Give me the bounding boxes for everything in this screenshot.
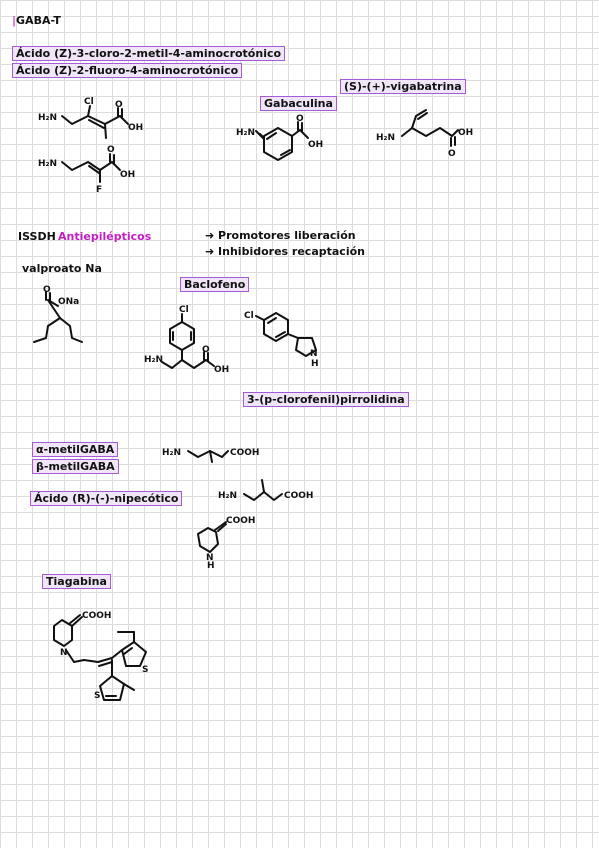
label-nipecotico: Ácido (R)-(-)-nipecótico bbox=[30, 491, 183, 506]
svg-text:N: N bbox=[206, 553, 214, 563]
label-valproato: valproato Na bbox=[22, 262, 102, 275]
label-acid-fluoro: Ácido (Z)-2-fluoro-4-aminocrotónico bbox=[12, 63, 243, 78]
label-alfa-metilgaba: α-metilGABA bbox=[32, 442, 119, 457]
label-tiagabina: Tiagabina bbox=[42, 574, 111, 589]
svg-text:H₂N: H₂N bbox=[144, 355, 163, 365]
structure-tiagabina: COOH N S S bbox=[53, 611, 148, 701]
structure-vigabatrina: H₂N OH O bbox=[376, 109, 473, 159]
label-issdh: ISSDH bbox=[18, 230, 56, 243]
svg-text:COOH: COOH bbox=[82, 611, 111, 621]
svg-text:ONa: ONa bbox=[58, 297, 79, 307]
structure-acid-fluoro: H₂N F O OH bbox=[38, 145, 135, 195]
svg-text:O: O bbox=[43, 285, 51, 295]
label-promotores: Promotores liberación bbox=[218, 229, 356, 242]
structure-nipecotico: COOH N H bbox=[197, 516, 255, 571]
label-acid-cloro: Ácido (Z)-3-cloro-2-metil-4-aminocrotóni… bbox=[12, 46, 286, 61]
svg-text:COOH: COOH bbox=[226, 516, 255, 526]
structure-gabaculina: H₂N O OH bbox=[236, 114, 323, 161]
structure-pirrolidina: Cl N H bbox=[244, 311, 319, 369]
svg-text:Cl: Cl bbox=[179, 305, 189, 315]
svg-text:O: O bbox=[107, 145, 115, 155]
svg-text:O: O bbox=[115, 100, 123, 110]
svg-text:H₂N: H₂N bbox=[38, 113, 57, 123]
svg-text:Cl: Cl bbox=[244, 311, 254, 321]
svg-text:O: O bbox=[202, 345, 210, 355]
label-antiepilepticos: Antiepilépticos bbox=[58, 230, 152, 243]
svg-text:H₂N: H₂N bbox=[376, 133, 395, 143]
svg-text:S: S bbox=[142, 665, 148, 675]
svg-text:H₂N: H₂N bbox=[38, 159, 57, 169]
page-title: |GABA-T bbox=[12, 14, 61, 27]
label-baclofeno: Baclofeno bbox=[180, 277, 250, 292]
svg-text:S: S bbox=[94, 691, 100, 701]
label-inhibidores: Inhibidores recaptación bbox=[218, 245, 365, 258]
svg-text:H: H bbox=[311, 359, 319, 369]
svg-text:N: N bbox=[310, 349, 318, 359]
svg-text:O: O bbox=[296, 114, 304, 124]
svg-text:OH: OH bbox=[308, 140, 323, 150]
structure-alfa-metilgaba: H₂N COOH bbox=[162, 448, 259, 463]
svg-text:OH: OH bbox=[120, 170, 135, 180]
structure-baclofeno: Cl H₂N O OH bbox=[144, 305, 229, 375]
svg-text:O: O bbox=[448, 149, 456, 159]
label-gabaculina: Gabaculina bbox=[260, 96, 337, 111]
svg-text:OH: OH bbox=[214, 365, 229, 375]
structure-valproato: O ONa bbox=[33, 285, 83, 343]
svg-text:OH: OH bbox=[458, 128, 473, 138]
svg-text:N: N bbox=[60, 648, 68, 658]
structure-acid-cloro: H₂N Cl O OH bbox=[38, 97, 143, 139]
svg-text:F: F bbox=[96, 185, 102, 195]
label-pirrolidina: 3-(p-clorofenil)pirrolidina bbox=[243, 392, 409, 407]
svg-text:Cl: Cl bbox=[84, 97, 94, 107]
svg-text:H₂N: H₂N bbox=[162, 448, 181, 458]
structure-beta-metilgaba: H₂N COOH bbox=[218, 479, 313, 501]
svg-text:COOH: COOH bbox=[284, 491, 313, 501]
svg-text:H₂N: H₂N bbox=[236, 128, 255, 138]
label-beta-metilgaba: β-metilGABA bbox=[32, 459, 119, 474]
svg-text:OH: OH bbox=[128, 123, 143, 133]
promotores-item: ➜ Promotores liberación bbox=[205, 229, 356, 242]
svg-text:H₂N: H₂N bbox=[218, 491, 237, 501]
svg-text:H: H bbox=[207, 561, 215, 571]
label-vigabatrina: (S)-(+)-vigabatrina bbox=[340, 79, 466, 94]
inhibidores-item: ➜ Inhibidores recaptación bbox=[205, 245, 365, 258]
svg-text:COOH: COOH bbox=[230, 448, 259, 458]
